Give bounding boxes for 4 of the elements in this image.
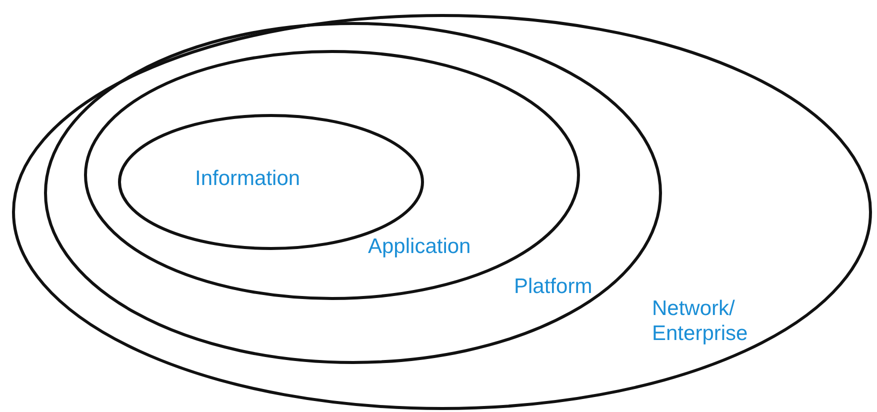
layer-label: Network/ Enterprise bbox=[652, 296, 749, 346]
layer-label: Application bbox=[368, 234, 472, 259]
layer-label: Information bbox=[195, 166, 302, 191]
layer-label: Platform bbox=[514, 274, 594, 299]
